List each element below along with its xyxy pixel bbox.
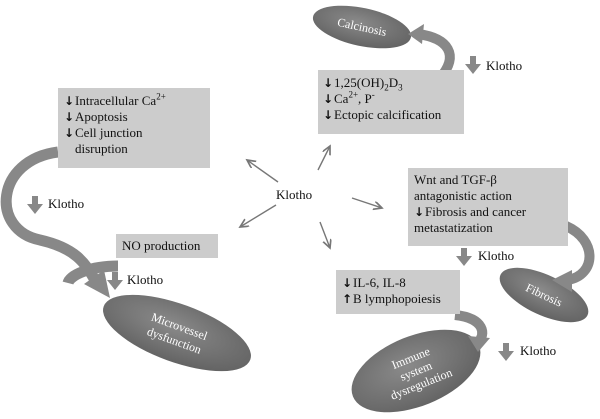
box-left-line1: Intracellular Ca	[75, 93, 157, 108]
left-curve-arrow-head	[84, 270, 110, 298]
immune-ellipse	[351, 329, 481, 413]
box-il-line2: B lymphopoiesis	[353, 291, 441, 306]
box-top-line1-b: D	[388, 75, 399, 90]
box-no-line1: NO production	[122, 238, 201, 253]
center-arrow-right	[351, 197, 382, 208]
box-il: ↓IL-6, IL-8 ↑B lymphopoiesis	[336, 270, 460, 314]
box-top-line2-a: Ca	[334, 91, 349, 106]
no-curve-arrow	[62, 260, 119, 286]
klotho-down-arrow-left	[27, 196, 43, 214]
down-arrow-icon: ↓	[414, 205, 425, 219]
down-arrow-icon: ↓	[323, 76, 334, 90]
box-no-production: NO production	[116, 234, 218, 258]
fibrosis-ellipse	[499, 267, 589, 323]
box-top-line1-sub1: 2	[384, 82, 389, 93]
center-arrow-top	[317, 146, 330, 171]
box-intracellular: ↓Intracellular Ca2+ ↓Apoptosis ↓Cell jun…	[58, 88, 210, 168]
right-curve-arrow-head	[552, 270, 572, 292]
microvessel-ellipse	[103, 294, 251, 372]
center-arrow-bottom	[319, 221, 330, 248]
box-top-line3: Ectopic calcification	[334, 107, 442, 122]
top-curve-arrow-head	[408, 24, 424, 44]
down-arrow-icon: ↓	[64, 110, 75, 124]
klotho-down-arrow-top	[465, 56, 481, 74]
box-right-line1: Wnt and TGF-β	[414, 172, 497, 187]
klotho-label-bottom: Klotho	[520, 343, 557, 358]
down-arrow-icon: ↓	[64, 126, 75, 140]
left-curve-arrow	[0, 146, 101, 285]
il-curve-arrow-head	[468, 336, 490, 352]
down-arrow-icon: ↓	[64, 94, 75, 108]
box-top-line2-sup1: 2+	[348, 89, 359, 100]
right-curve-arrow	[563, 221, 595, 285]
up-arrow-icon: ↑	[342, 292, 353, 306]
box-top-line2-b: , P	[358, 91, 372, 106]
down-arrow-icon: ↓	[342, 276, 353, 290]
box-left-line4: disruption	[75, 141, 128, 156]
center-klotho-label: Klotho	[276, 187, 313, 202]
down-arrow-icon: ↓	[323, 108, 334, 122]
klotho-down-arrow-right	[456, 248, 472, 266]
klotho-label-mid: Klotho	[127, 272, 164, 287]
box-left-line1-sup: 2+	[156, 91, 166, 102]
center-arrow-topleft	[247, 160, 279, 183]
klotho-label-top: Klotho	[486, 58, 523, 73]
box-right-line4: metastatization	[414, 220, 493, 235]
down-arrow-icon: ↓	[323, 92, 334, 106]
box-top-line1-sub2: 3	[398, 82, 403, 93]
box-il-line1: IL-6, IL-8	[353, 275, 406, 290]
klotho-label-left: Klotho	[48, 196, 85, 211]
box-left-line3: Cell junction	[75, 125, 143, 140]
calcinosis-ellipse	[312, 5, 412, 49]
klotho-label-right: Klotho	[478, 248, 515, 263]
box-top-line2-sup2: -	[371, 89, 375, 100]
center-arrow-left	[240, 204, 277, 227]
box-calcification: ↓1,25(OH)2D3 ↓Ca2+, P- ↓Ectopic calcific…	[318, 70, 464, 134]
box-right-line2: antagonistic action	[414, 188, 512, 203]
box-wnt: Wnt and TGF-β antagonistic action ↓Fibro…	[408, 168, 568, 246]
klotho-down-arrow-mid	[107, 272, 123, 290]
box-top-line1-a: 1,25(OH)	[334, 75, 385, 90]
box-left-line2: Apoptosis	[75, 109, 128, 124]
box-right-line3: Fibrosis and cancer	[425, 204, 527, 219]
klotho-down-arrow-bottom	[498, 343, 514, 361]
